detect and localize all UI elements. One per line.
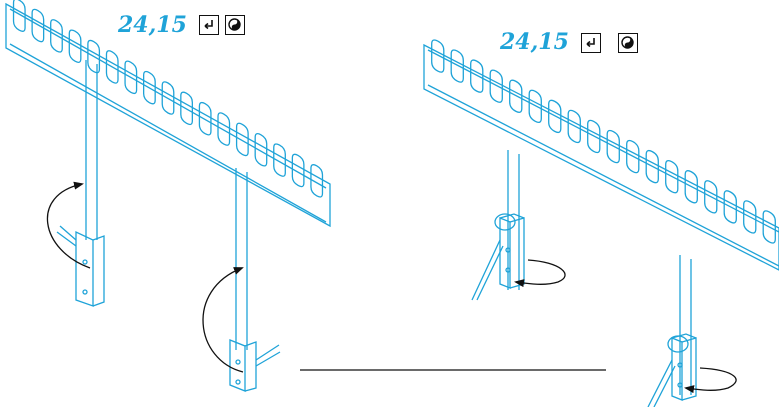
- rail-slot: [626, 139, 640, 174]
- rail-slot: [567, 109, 581, 144]
- rail-slot: [217, 112, 231, 146]
- rail-slot: [606, 129, 620, 164]
- rail-slot: [665, 159, 679, 194]
- rail-slot: [548, 99, 562, 134]
- rail-slot: [142, 70, 156, 105]
- rail-slot: [180, 91, 194, 126]
- rail-slot: [762, 210, 776, 244]
- post-right-2: [647, 255, 697, 407]
- rail-slot: [587, 119, 601, 154]
- rotation-icon: [618, 33, 638, 53]
- rail-slot: [310, 164, 324, 198]
- rail-slot: [50, 19, 63, 53]
- rail-right: [423, 39, 779, 271]
- arrow-right-1: [514, 259, 566, 288]
- rail-slot: [291, 153, 305, 188]
- rail-slot: [235, 122, 249, 157]
- rail-slot: [68, 29, 82, 64]
- arrow-left-1: [46, 181, 91, 269]
- rail-slot: [450, 49, 464, 83]
- rail-slot: [124, 60, 138, 95]
- rotation-icon: [225, 15, 245, 35]
- rail-slot: [31, 8, 45, 43]
- step-label-right: 24,15: [500, 29, 569, 55]
- rail-slot: [743, 200, 757, 234]
- rail-slot: [12, 0, 26, 32]
- arrow-right-2: [684, 367, 737, 394]
- rail-slot: [161, 81, 175, 115]
- rail-slot: [645, 149, 659, 184]
- rail-slot: [704, 180, 718, 214]
- post-left-1: [56, 60, 105, 307]
- rail-slot: [105, 50, 119, 84]
- rail-slot: [273, 143, 286, 177]
- post-left-2: [229, 168, 281, 392]
- rail-slot: [87, 39, 101, 74]
- rail-slot: [470, 59, 484, 93]
- rail-slot: [684, 170, 698, 204]
- post-right-1: [471, 150, 525, 301]
- return-arrow-icon: [581, 33, 601, 53]
- rail-slot: [254, 132, 268, 167]
- rail-slot: [198, 101, 212, 136]
- arrow-left-2: [202, 267, 244, 373]
- rail-slot: [431, 39, 445, 73]
- rail-slot: [723, 190, 737, 224]
- step-label-left: 24,15: [118, 12, 187, 38]
- rail-slot: [509, 79, 523, 113]
- return-arrow-icon: [199, 15, 219, 35]
- rail-slot: [489, 69, 503, 103]
- rail-slot: [528, 89, 542, 124]
- rail-left: [5, 0, 331, 228]
